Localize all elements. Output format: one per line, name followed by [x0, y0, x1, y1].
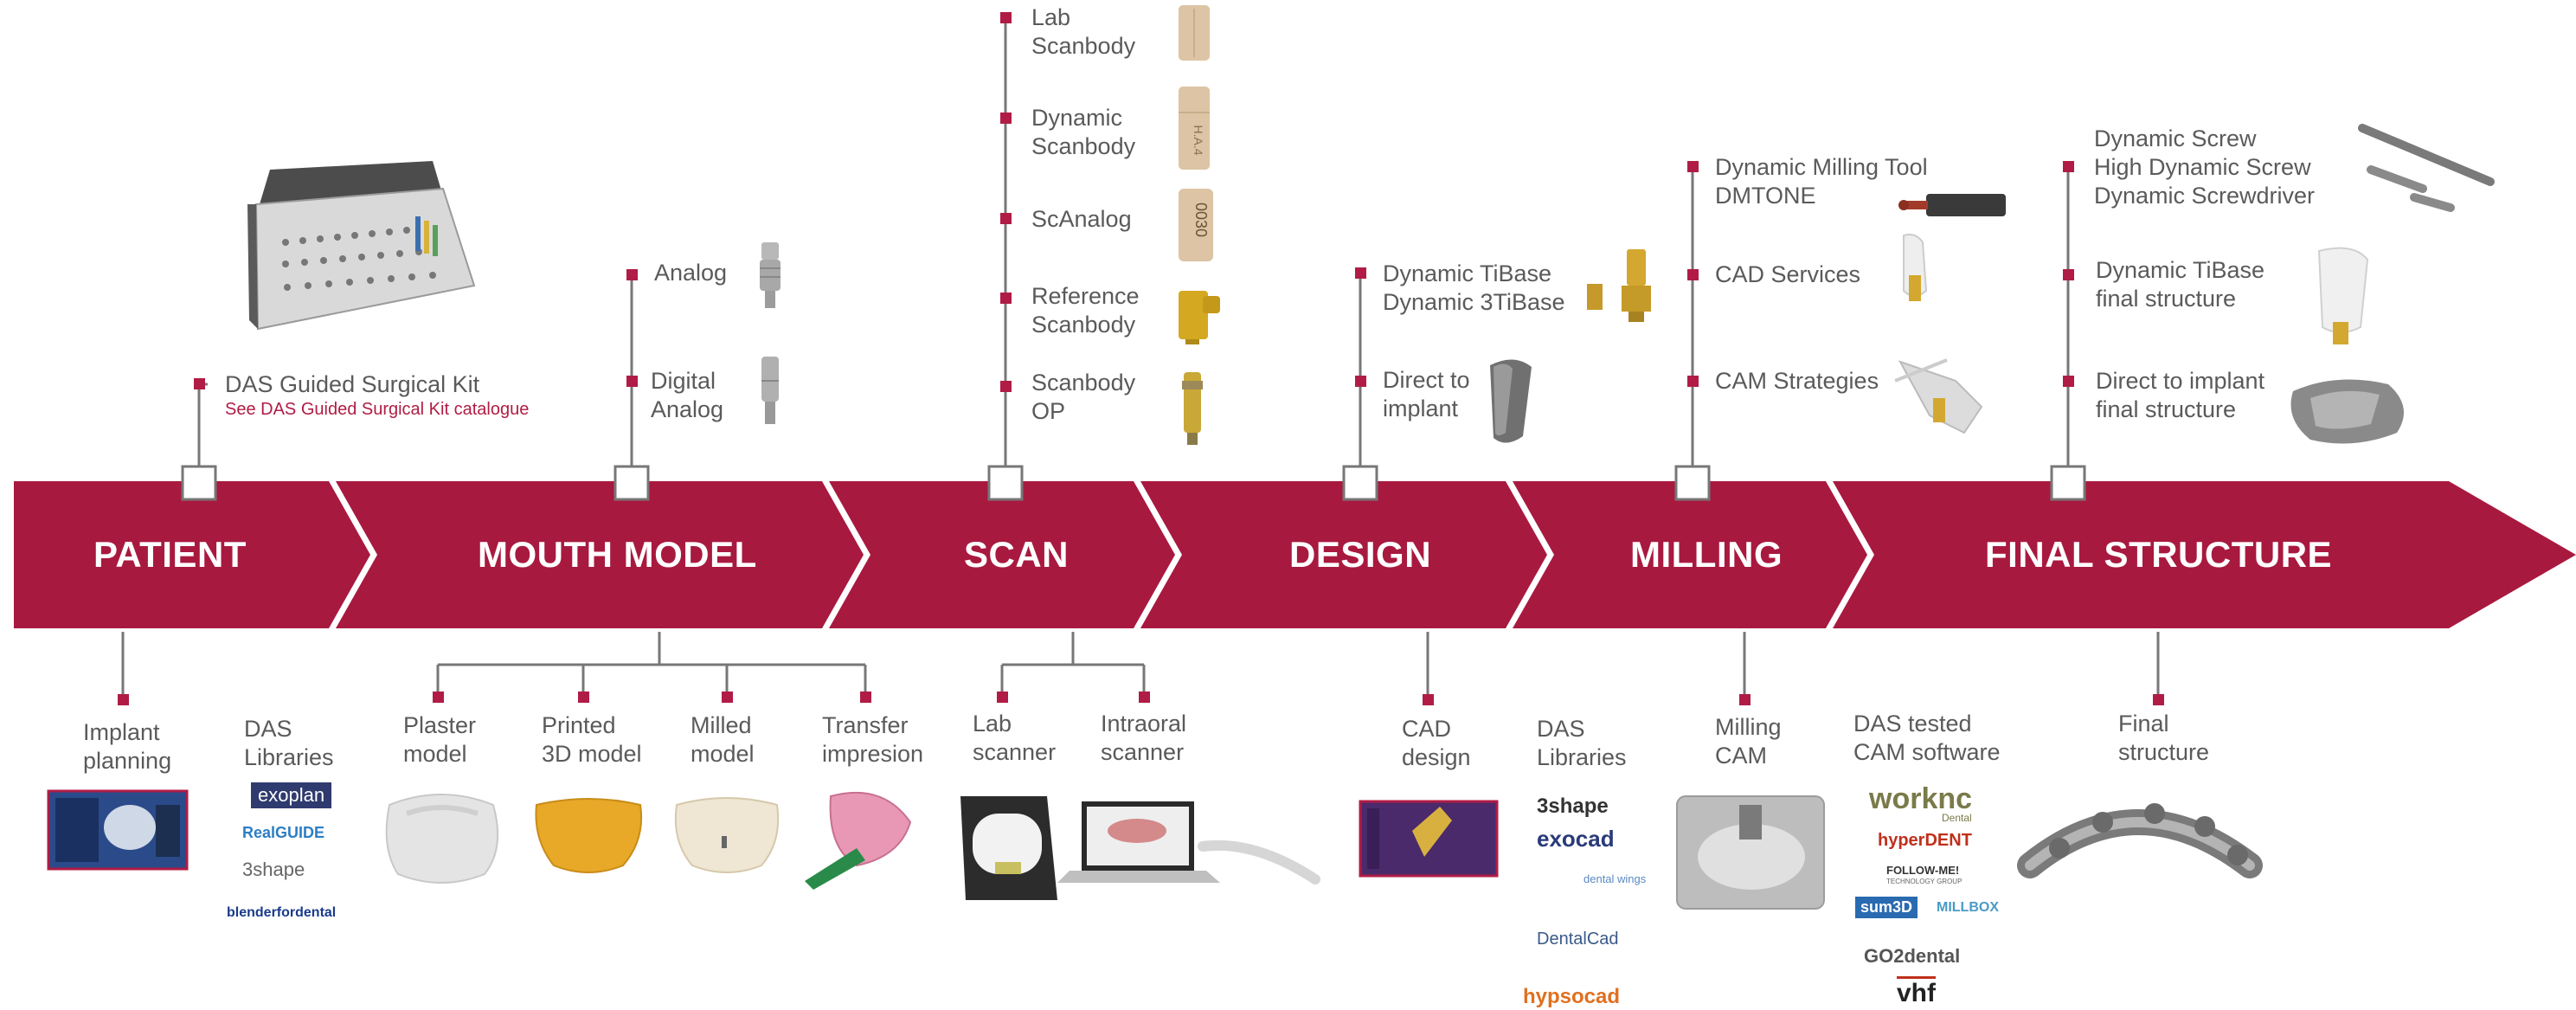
scanalog-image: 0030: [1179, 189, 1213, 261]
cad-design-image: [1359, 800, 1499, 878]
implant-planning-image: [47, 789, 189, 871]
chevron-scan: [829, 481, 1175, 628]
stage-scan: SCAN: [964, 534, 1070, 575]
surgical-kit-image: [247, 161, 476, 331]
cad-services-image: [1903, 234, 1928, 301]
top-connector-boxes: [181, 465, 2086, 501]
final-direct-image: [2290, 379, 2404, 444]
direct-to-implant-image: [1490, 359, 1532, 443]
printed-model-image: [535, 798, 643, 873]
logo-hypsocad: hypsocad: [1523, 985, 1621, 1008]
stage-final-structure: FINAL STRUCTURE: [1985, 534, 2333, 575]
chevron-final-structure: [1833, 481, 2576, 628]
label-surgical-kit: DAS Guided Surgical Kit: [225, 371, 480, 397]
label-cam-strategies: CAM Strategies: [1715, 368, 1879, 394]
logo-follow-me-group: TECHNOLOGY GROUP: [1886, 878, 1963, 885]
chevron-band: [14, 481, 2576, 628]
plaster-model-image: [385, 794, 499, 884]
intraoral-scanner-image: [1057, 801, 1320, 885]
logo-go2dental: GO2dental: [1864, 945, 1961, 967]
chevron-patient: [14, 481, 370, 628]
top-markers: [194, 12, 2074, 392]
milling-tool-image: [1898, 194, 2006, 216]
milling-cam-image: [1676, 795, 1825, 910]
final-tibase-image: [2317, 247, 2369, 344]
logo-realguide: RealGUIDE: [242, 824, 325, 841]
logo-dental-wings: dental wings: [1584, 872, 1647, 885]
transfer-impression-image: [805, 791, 912, 890]
reference-scanbody-image: [1179, 291, 1220, 344]
logo-millbox: MILLBOX: [1937, 900, 1999, 915]
digital-analog-image: [761, 357, 779, 424]
final-structure-image: [2017, 803, 2263, 878]
dynamic-scanbody-image: H.A.4: [1179, 87, 1210, 170]
logo-3shape-patient: 3shape: [242, 859, 305, 880]
lab-scanbody-image: [1179, 5, 1210, 61]
lab-scanner-image: [960, 796, 1057, 900]
logo-dentalcad: DentalCad: [1537, 930, 1619, 949]
stage-mouth-model: MOUTH MODEL: [478, 534, 757, 575]
bottom-markers: [118, 692, 2164, 705]
logo-worknc: worknc: [1869, 782, 1973, 815]
logo-exoplan: exoplan: [251, 782, 332, 808]
logo-worknc-dental: Dental: [1942, 812, 1972, 824]
logo-hyperdent: hyperDENT: [1878, 831, 1972, 850]
scanalog-engraving: 0030: [1192, 203, 1210, 237]
bottom-connectors: [121, 632, 2160, 699]
label-cad-services: CAD Services: [1715, 261, 1861, 287]
tibase-image: [1587, 249, 1651, 322]
stage-design: DESIGN: [1289, 534, 1432, 575]
logo-3shape-design: 3shape: [1537, 794, 1609, 818]
stage-patient: PATIENT: [93, 534, 247, 575]
stage-milling: MILLING: [1630, 534, 1783, 575]
scanbody-op-image: [1182, 372, 1203, 445]
cam-strategies-image: [1894, 358, 1983, 434]
logo-sum3d: sum3D: [1855, 897, 1918, 918]
dynamic-scanbody-engraving: H.A.4: [1192, 125, 1205, 155]
label-analog: Analog: [654, 260, 728, 286]
label-scanalog: ScAnalog: [1031, 206, 1132, 232]
screws-image: [2358, 124, 2495, 212]
analog-image: [760, 242, 781, 308]
milled-model-image: [674, 797, 780, 873]
logo-blenderfordental: blenderfordental: [227, 905, 337, 920]
logo-vhf: vhf: [1897, 976, 1936, 1008]
logo-exocad: exocad: [1537, 826, 1615, 852]
chevron-design: [1140, 481, 1547, 628]
chevron-milling: [1513, 481, 1867, 628]
chevron-mouth-model: [336, 481, 864, 628]
logo-follow-me: FOLLOW-ME!: [1886, 864, 1960, 877]
link-surgical-kit-catalogue[interactable]: See DAS Guided Surgical Kit catalogue: [225, 400, 530, 419]
